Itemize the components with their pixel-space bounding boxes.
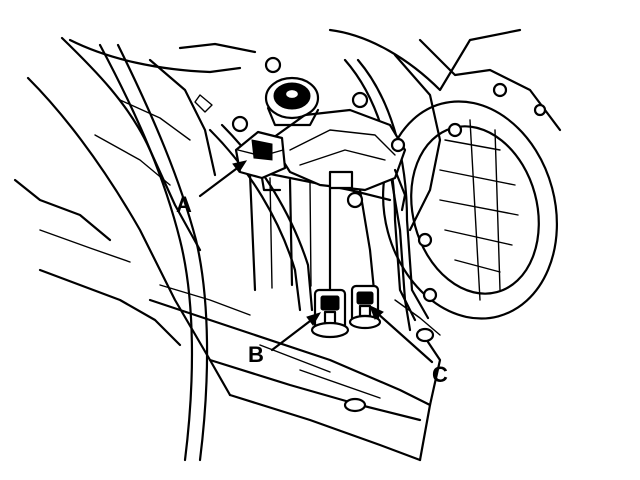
- arrowhead-c: [369, 305, 384, 320]
- callout-labels: A B C: [176, 192, 448, 387]
- housing-bolts: [417, 82, 547, 303]
- connector-c: [348, 284, 435, 343]
- leader-line-c: [374, 310, 434, 364]
- connector-b: [310, 288, 350, 339]
- leader-line-b: [270, 316, 316, 352]
- arrowhead-a: [232, 160, 248, 173]
- arrowhead-b: [306, 312, 322, 326]
- leader-line-a: [198, 164, 242, 198]
- callout-leaders: [198, 160, 434, 364]
- shift-solenoid-assembly: [194, 56, 407, 212]
- callout-label-a: A: [176, 192, 192, 217]
- callout-label-c: C: [432, 362, 448, 387]
- connector-a: [234, 130, 287, 192]
- callout-label-b: B: [248, 342, 264, 367]
